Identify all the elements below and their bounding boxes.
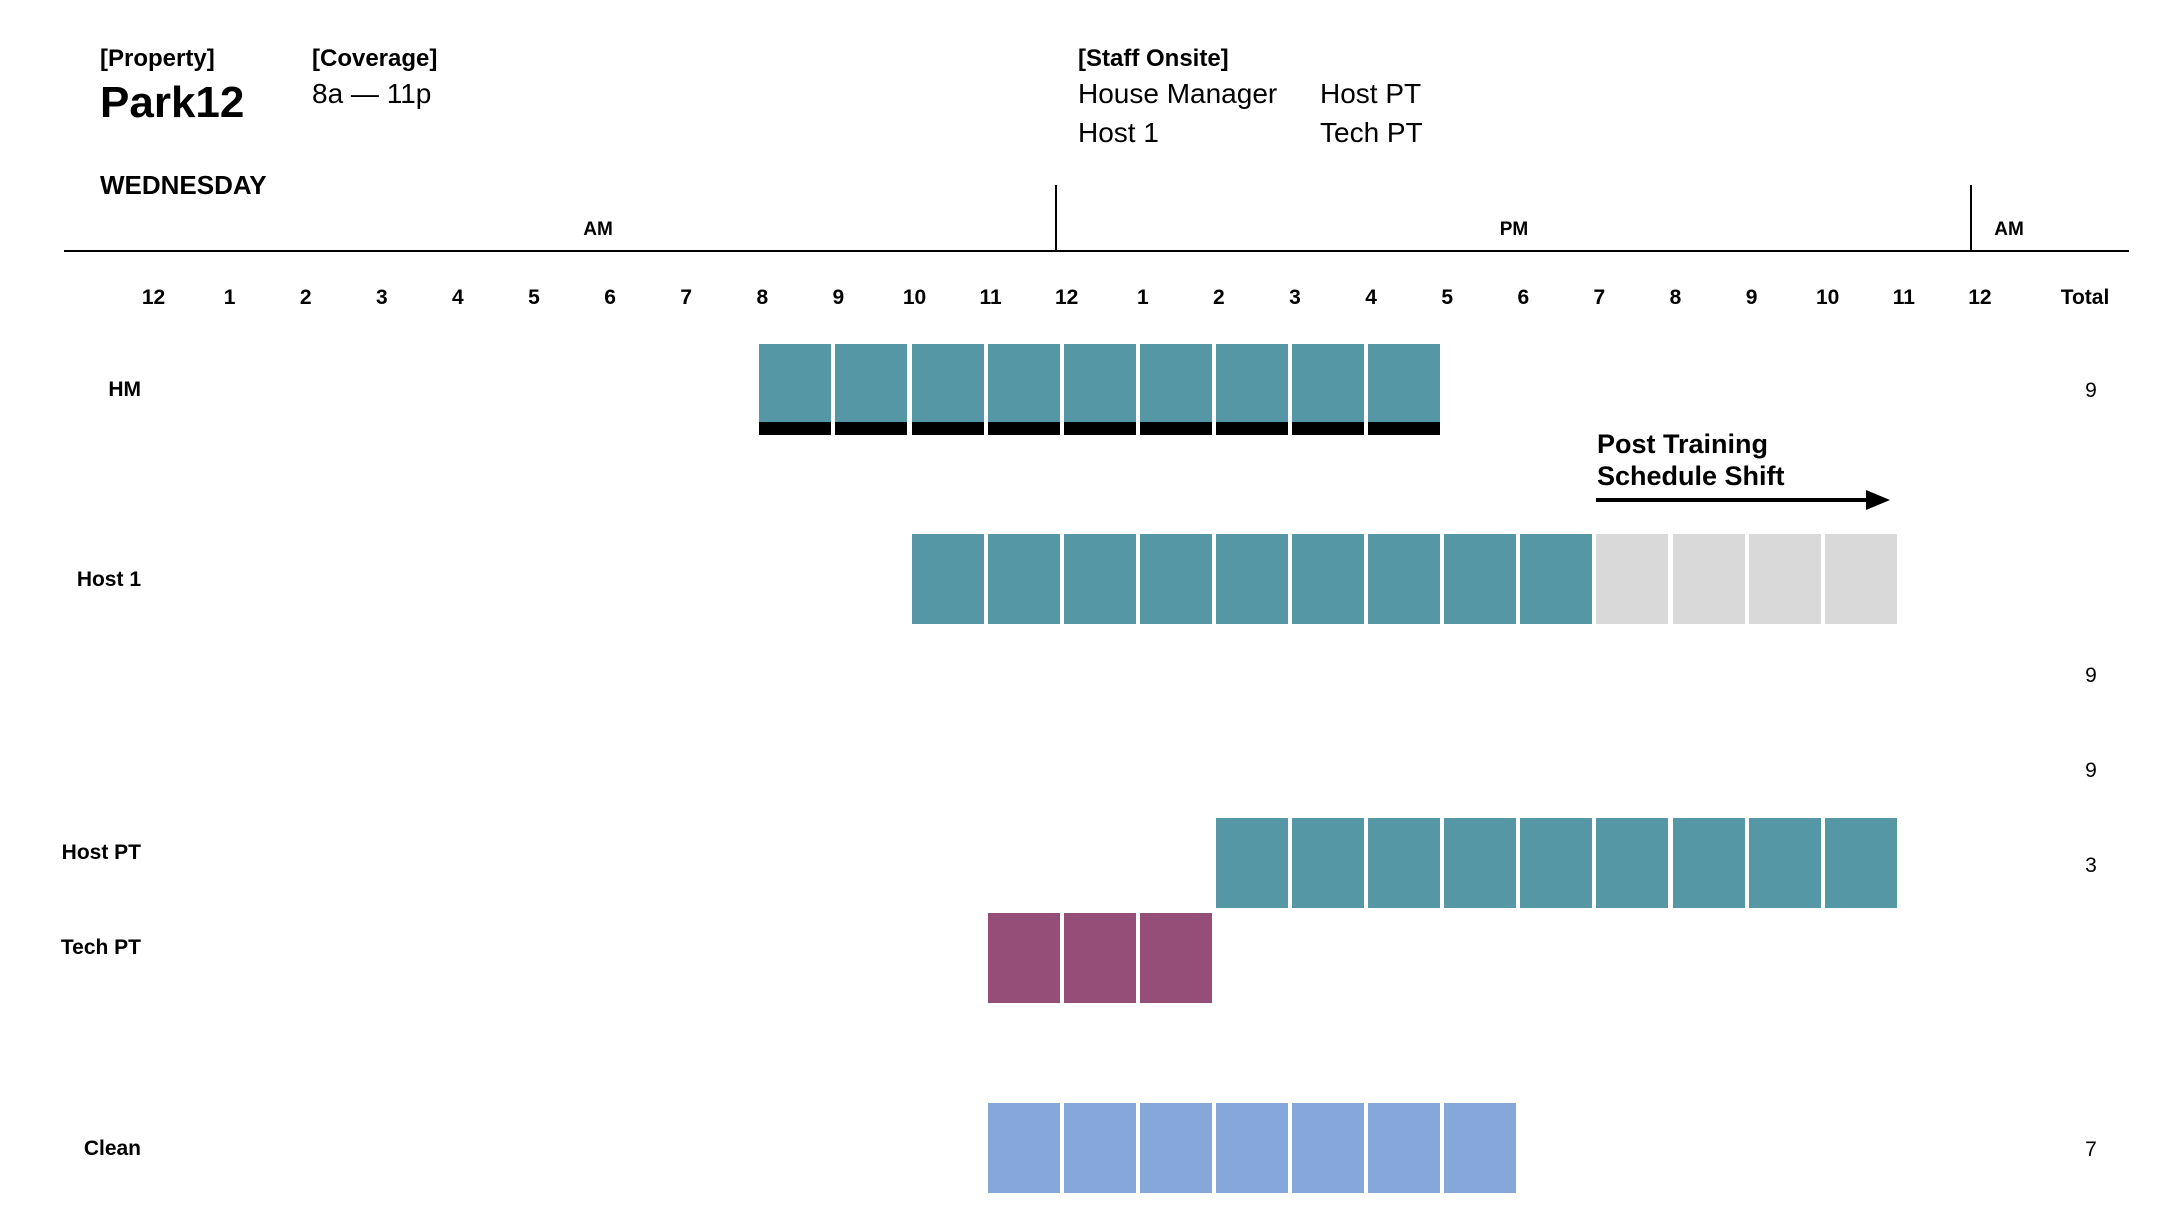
staff-onsite-label: [Staff Onsite] [1078,45,1229,72]
hour-tick: 2 [299,286,312,309]
shift-hour-block [1824,818,1897,908]
shift-hour-block [1292,818,1365,908]
hour-tick: 12 [141,286,166,309]
shift-hour-block [1215,1103,1288,1193]
shift-hour-block [1139,1103,1212,1193]
staff-tech-pt: Tech PT [1320,117,1423,148]
shift-hour-block [1292,344,1365,435]
post-training-note: Post Training Schedule Shift [1597,428,1917,492]
training-hour-block [1672,534,1745,624]
hour-tick: 6 [1517,286,1530,309]
shift-hour-block [1444,818,1517,908]
hour-tick: 12 [1055,286,1079,309]
hour-tick: 7 [680,286,693,309]
hour-tick: 8 [756,286,769,309]
shift-hour-block [1063,534,1136,624]
shift-hour-block [1063,1103,1136,1193]
staff-host-pt: Host PT [1320,78,1422,109]
hour-tick: 8 [1669,286,1682,309]
shift-hour-block [1215,344,1288,435]
total-value: 3 [2085,854,2097,877]
note-line-1: Post Training [1597,429,1769,459]
shift-hour-block [1368,818,1441,908]
shift-hour-block [911,344,984,435]
shift-hour-block [987,534,1060,624]
period-divider-midnight [1970,185,1972,252]
hour-tick: 4 [452,286,464,309]
period-divider-noon [1055,185,1057,252]
row-label-tech-pt: Tech PT [60,936,141,959]
coverage-value: 8a — 11p [312,78,432,109]
hour-tick: 11 [1892,286,1915,309]
shift-hour-block [1368,534,1441,624]
shift-hour-block [987,1103,1060,1193]
shift-hour-block [987,344,1060,435]
hour-tick: 10 [1816,286,1840,309]
hour-tick: 4 [1365,286,1377,309]
shift-hour-block [1215,534,1288,624]
shift-hour-block [1444,1103,1517,1193]
staff-house-manager: House Manager [1078,78,1278,109]
shift-hour-block [987,913,1060,1003]
hour-tick: 11 [979,286,1002,309]
period-am-next: AM [1994,219,2024,240]
total-value: 9 [2085,664,2097,687]
hour-tick: 5 [528,286,540,309]
note-line-2: Schedule Shift [1597,461,1785,491]
shift-hour-block [1520,534,1593,624]
coverage-label: [Coverage] [312,45,438,72]
hour-tick: 3 [1289,286,1301,309]
shift-hour-block [1368,1103,1441,1193]
total-value: 9 [2085,379,2097,402]
row-label-hm: HM [108,378,141,401]
shift-hour-block [1292,534,1365,624]
shift-hour-block [1139,913,1212,1003]
training-hour-block [1748,534,1821,624]
shift-hour-block [911,534,984,624]
shift-hour-block [1139,344,1212,435]
shift-hour-block [1672,818,1745,908]
shift-hour-block [1215,818,1288,908]
training-hour-block [1596,534,1669,624]
row-label-host-pt: Host PT [61,841,141,864]
hour-tick: 1 [223,286,236,309]
hour-tick: 12 [1968,286,1992,309]
hour-tick: 10 [902,286,927,309]
shift-hour-block [1520,818,1593,908]
hour-tick: 7 [1593,286,1606,309]
row-label-clean: Clean [83,1137,141,1160]
shift-hour-block [759,344,832,435]
shift-arrow-icon [1596,490,1890,510]
staff-host-1: Host 1 [1078,117,1159,148]
hour-tick: 9 [1745,286,1758,309]
hour-tick: 5 [1441,286,1454,309]
day-title: WEDNESDAY [100,170,267,200]
row-label-host-1: Host 1 [76,568,141,591]
shift-hour-block [1596,818,1669,908]
shift-hour-block [1139,534,1212,624]
hour-tick: 6 [604,286,616,309]
training-hour-block [1824,534,1897,624]
hour-tick: 3 [375,286,388,309]
shift-hour-block [1368,344,1441,435]
shift-hour-block [1063,913,1136,1003]
hour-tick: 1 [1136,286,1149,309]
total-header: Total [2060,286,2110,309]
shift-hour-block [1063,344,1136,435]
hour-tick: 2 [1213,286,1225,309]
period-pm: PM [1499,219,1529,240]
shift-hour-block [1292,1103,1365,1193]
hour-tick: 9 [832,286,845,309]
property-name: Park12 [100,78,245,127]
timeline-axis-line [64,250,2129,252]
period-am: AM [583,219,613,240]
shift-hour-block [835,344,908,435]
total-value: 9 [2085,759,2097,782]
shift-hour-block [1444,534,1517,624]
property-label: [Property] [100,45,215,72]
shift-hour-block [1748,818,1821,908]
total-value: 7 [2085,1138,2097,1161]
